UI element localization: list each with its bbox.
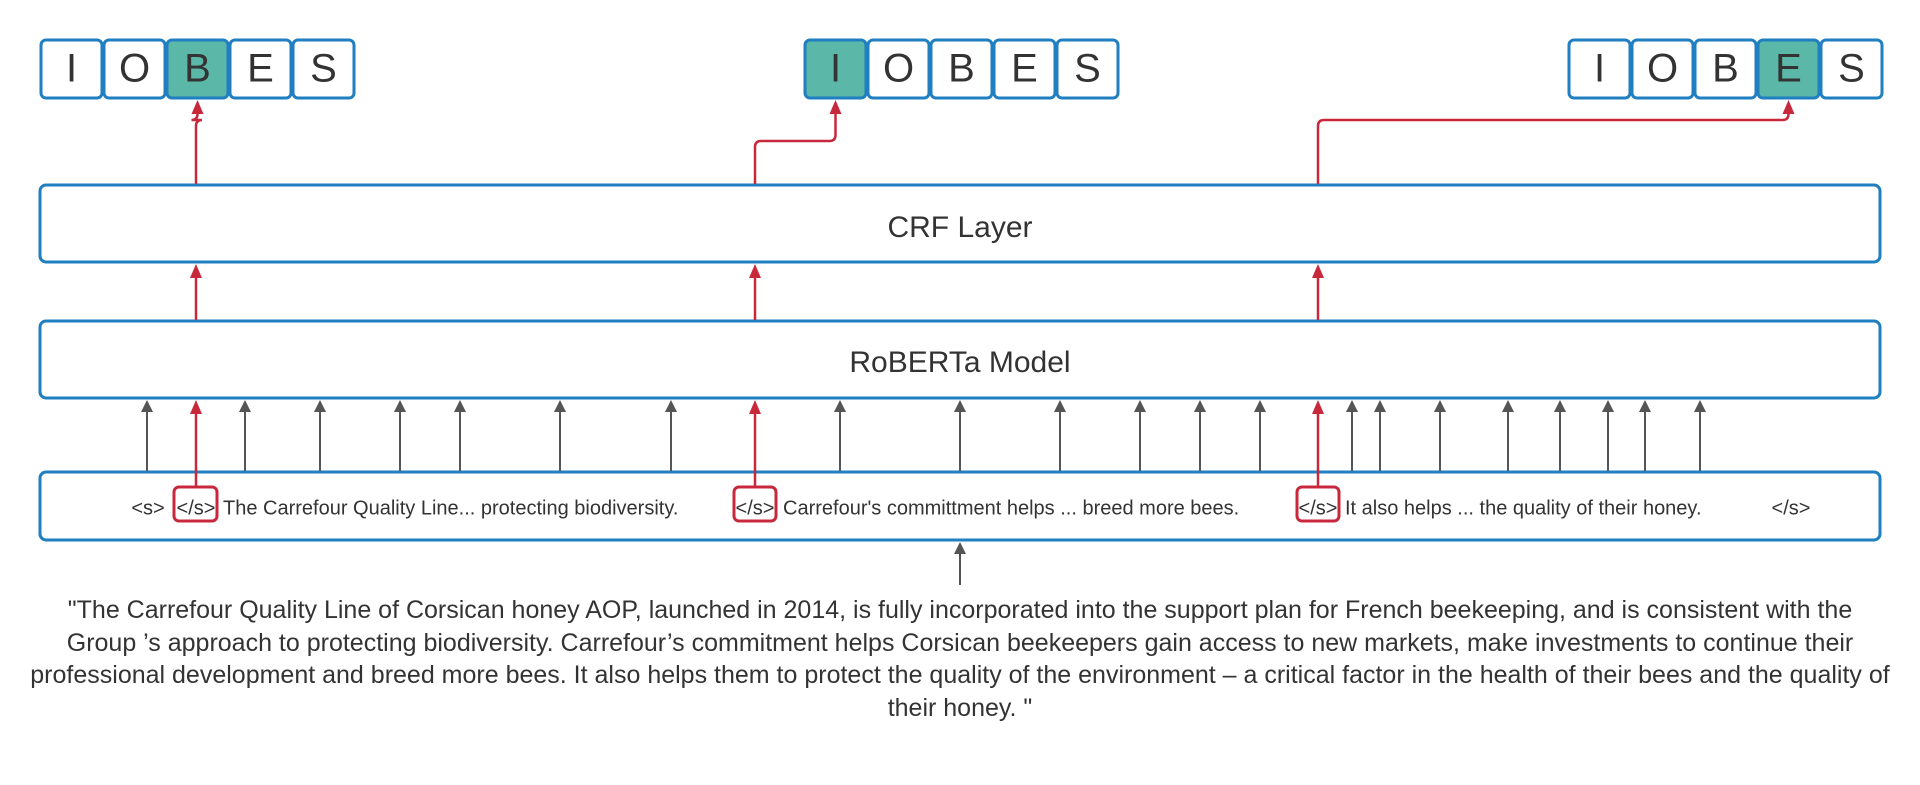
- tag-label-s: S: [310, 47, 337, 91]
- tag-cell-b: [1693, 38, 1758, 100]
- segment-1-text: The Carrefour Quality Line... protecting…: [223, 497, 678, 519]
- tag-cell-i-selected: [803, 38, 868, 100]
- crf-to-tag-arrow-2: [753, 100, 842, 184]
- token-arrow-18: [1554, 400, 1566, 471]
- token-arrow-4: [394, 400, 406, 471]
- roberta-to-crf-arrow-3: [1312, 264, 1324, 320]
- roberta-model-label: RoBERTa Model: [849, 346, 1070, 379]
- tag-cell-b-selected: [165, 38, 230, 100]
- tag-cell-s: [291, 38, 356, 100]
- tag-cell-o: [866, 38, 931, 100]
- token-arrow-8: [834, 400, 846, 471]
- token-arrow-14: [1346, 400, 1358, 471]
- token-arrow-21: [1694, 400, 1706, 471]
- token-sequence-box: [38, 470, 1882, 542]
- token-arrow-6: [554, 400, 566, 471]
- tag-cell-o: [102, 38, 167, 100]
- tag-cell-o: [1630, 38, 1695, 100]
- tag-label-b: B: [184, 47, 211, 91]
- sep-to-roberta-arrow-2: [749, 400, 761, 487]
- tag-label-s: S: [1074, 47, 1101, 91]
- tag-label-b: B: [1712, 47, 1739, 91]
- token-arrow-15: [1374, 400, 1386, 471]
- token-arrow-5: [454, 400, 466, 471]
- sep-token-2: </s>: [736, 497, 775, 519]
- token-arrow-9: [954, 400, 966, 471]
- tag-cell-e: [228, 38, 293, 100]
- tag-cell-e-selected: [1756, 38, 1821, 100]
- tag-cell-s: [1055, 38, 1120, 100]
- tag-label-i: I: [66, 47, 77, 91]
- roberta-model-box: [38, 319, 1882, 400]
- crf-layer-box: [38, 183, 1882, 264]
- roberta-to-crf-arrow-1: [190, 264, 202, 320]
- tag-cell-s: [1819, 38, 1884, 100]
- token-arrow-12: [1194, 400, 1206, 471]
- tag-cell-i: [1567, 38, 1632, 100]
- token-arrow-11: [1134, 400, 1146, 471]
- token-arrow-1: [141, 400, 153, 471]
- tag-cell-i: [39, 38, 104, 100]
- tag-label-i: I: [1594, 47, 1605, 91]
- token-arrow-2: [239, 400, 251, 471]
- tag-cell-b: [929, 38, 994, 100]
- input-passage-text: "The Carrefour Quality Line of Corsican …: [30, 596, 1890, 722]
- crf-to-tag-arrow-3: [1316, 100, 1795, 184]
- passage-input-arrow: [954, 542, 966, 585]
- tag-label-e: E: [247, 47, 274, 91]
- token-arrow-13: [1254, 400, 1266, 471]
- token-arrow-20: [1639, 400, 1651, 471]
- token-arrow-19: [1602, 400, 1614, 471]
- tag-label-b: B: [948, 47, 975, 91]
- tag-label-e: E: [1011, 47, 1038, 91]
- roberta-to-crf-arrow-2: [749, 264, 761, 320]
- end-token: </s>: [1772, 497, 1811, 519]
- tag-label-o: O: [119, 47, 150, 91]
- token-arrow-16: [1434, 400, 1446, 471]
- start-token: <s>: [131, 497, 164, 519]
- token-arrow-3: [314, 400, 326, 471]
- tag-label-s: S: [1838, 47, 1865, 91]
- sep-to-roberta-arrow-1: [190, 400, 202, 487]
- segment-2-text: Carrefour's committment helps ... breed …: [783, 497, 1239, 519]
- crf-to-tag-arrow-1: [191, 100, 204, 184]
- crf-layer-label: CRF Layer: [887, 211, 1032, 244]
- tag-label-o: O: [883, 47, 914, 91]
- sep-token-flow-arrows: [190, 100, 1795, 487]
- tag-label-e: E: [1775, 47, 1802, 91]
- sep-token-1: </s>: [177, 497, 216, 519]
- sep-token-3: </s>: [1299, 497, 1338, 519]
- tag-label-o: O: [1647, 47, 1678, 91]
- token-arrow-10: [1054, 400, 1066, 471]
- token-embedding-arrows: [141, 400, 1706, 585]
- tag-cell-e: [992, 38, 1057, 100]
- token-arrow-17: [1502, 400, 1514, 471]
- sep-to-roberta-arrow-3: [1312, 400, 1324, 487]
- segment-3-text: It also helps ... the quality of their h…: [1345, 497, 1702, 519]
- token-arrow-7: [665, 400, 677, 471]
- tag-label-i: I: [830, 47, 841, 91]
